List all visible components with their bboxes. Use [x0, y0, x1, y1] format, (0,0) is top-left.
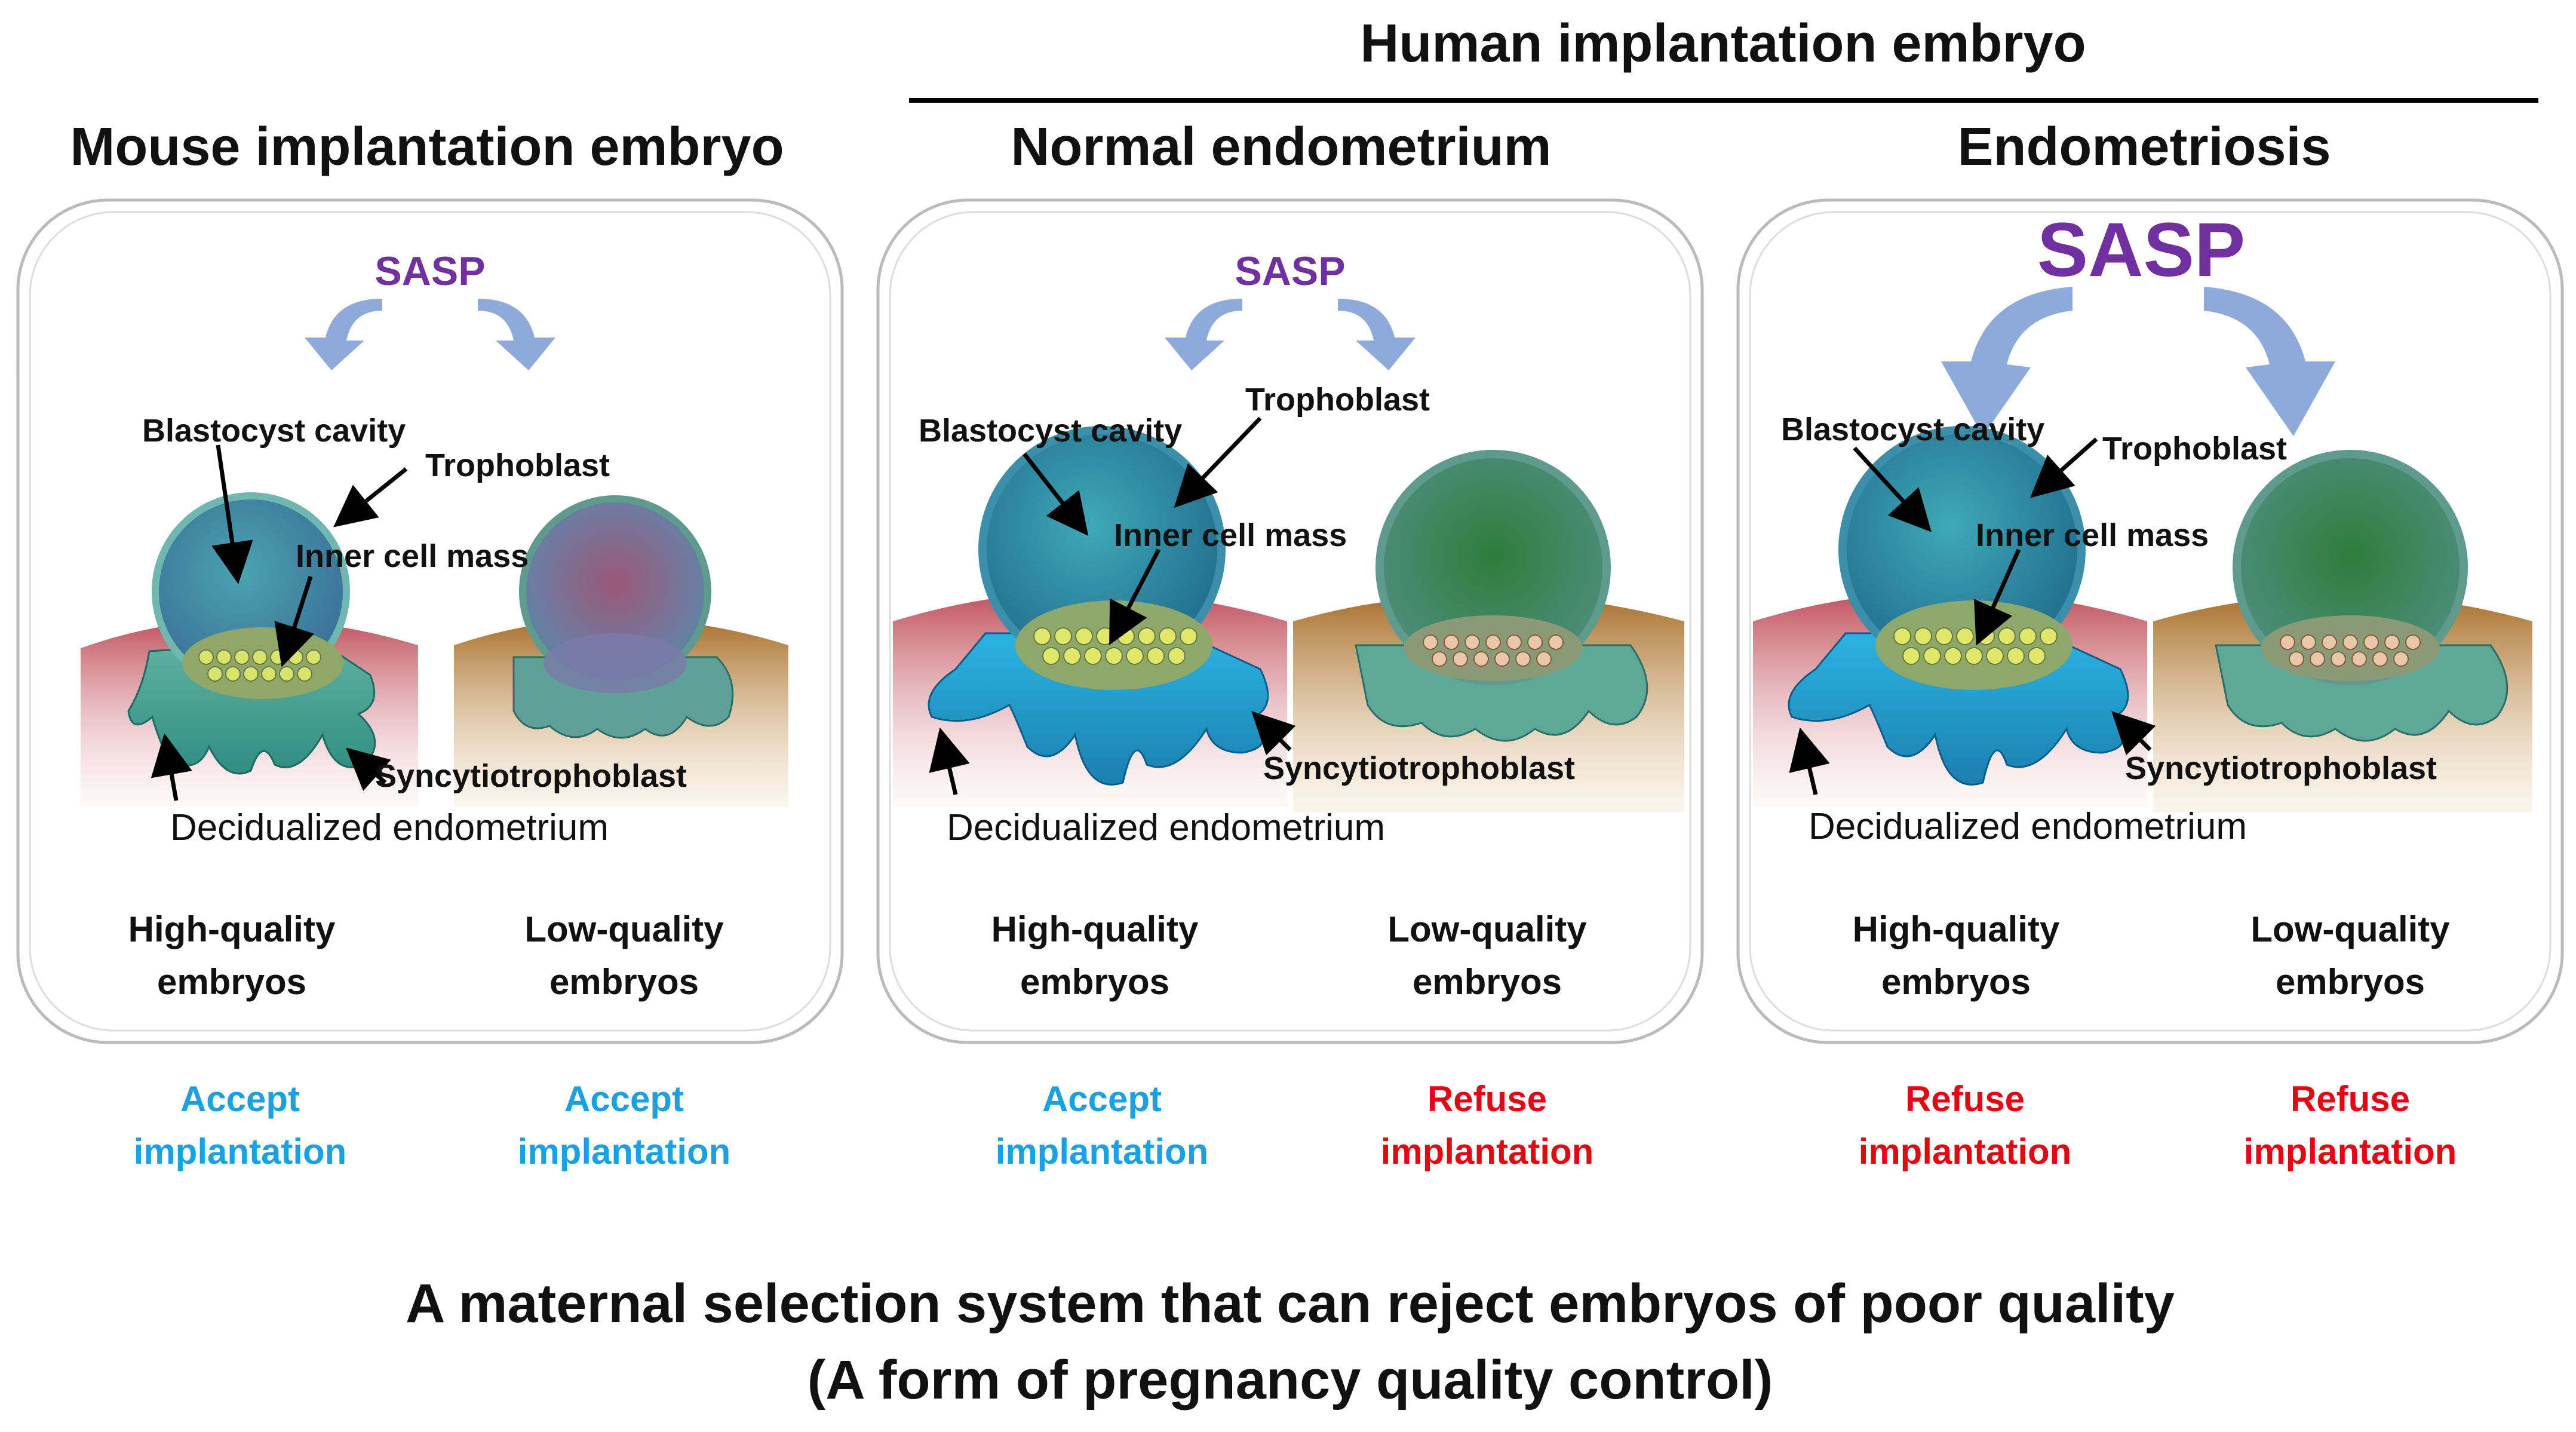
panel-endometriosis-graphics	[1753, 287, 2532, 812]
label-syncytio-mouse: Syncytiotrophoblast	[375, 758, 687, 794]
panel-frame-endometriosis	[1736, 198, 2564, 1044]
label-syncytio-endometriosis: Syncytiotrophoblast	[2125, 750, 2437, 786]
sasp-label-mouse: SASP	[374, 249, 486, 294]
human-header: Human implantation embryo	[1360, 14, 2086, 73]
panel-mouse-graphics	[81, 299, 788, 807]
panel-normal-graphics	[893, 299, 1684, 812]
sasp-arrow-left-large	[1941, 287, 2073, 436]
sasp-arrow-right-large	[2204, 287, 2335, 436]
sasp-label-normal: SASP	[1235, 249, 1346, 294]
sasp-label-endometriosis: SASP	[2037, 207, 2246, 293]
label-decidual-endometriosis: Decidualized endometrium	[1809, 806, 2248, 847]
label-icm-endometriosis: Inner cell mass	[1976, 517, 2209, 553]
label-decidual-normal: Decidualized endometrium	[947, 807, 1386, 848]
panel-frame-mouse	[16, 198, 844, 1044]
label-trophoblast-normal: Trophoblast	[1245, 382, 1430, 418]
label-icm-mouse: Inner cell mass	[296, 538, 529, 574]
label-blastocyst-mouse: Blastocyst cavity	[142, 413, 406, 449]
sasp-arrow-left	[305, 299, 382, 370]
footer-line2: (A form of pregnancy quality control)	[807, 1350, 1773, 1410]
label-trophoblast-endometriosis: Trophoblast	[2102, 431, 2287, 467]
footer-line1: A maternal selection system that can rej…	[406, 1273, 2175, 1334]
label-icm-normal: Inner cell mass	[1114, 517, 1347, 553]
panel-title-endometriosis: Endometriosis	[1957, 117, 2331, 177]
label-trophoblast-mouse: Trophoblast	[425, 447, 610, 483]
label-syncytio-normal: Syncytiotrophoblast	[1263, 750, 1576, 786]
sasp-arrow-right	[478, 299, 555, 370]
panel-frame-normal	[876, 198, 1704, 1044]
label-blastocyst-endometriosis: Blastocyst cavity	[1781, 412, 2045, 447]
label-decidual-mouse: Decidualized endometrium	[170, 807, 609, 848]
panel-title-normal: Normal endometrium	[1011, 117, 1552, 177]
label-blastocyst-normal: Blastocyst cavity	[919, 413, 1183, 449]
panel-title-mouse: Mouse implantation embryo	[70, 117, 784, 177]
